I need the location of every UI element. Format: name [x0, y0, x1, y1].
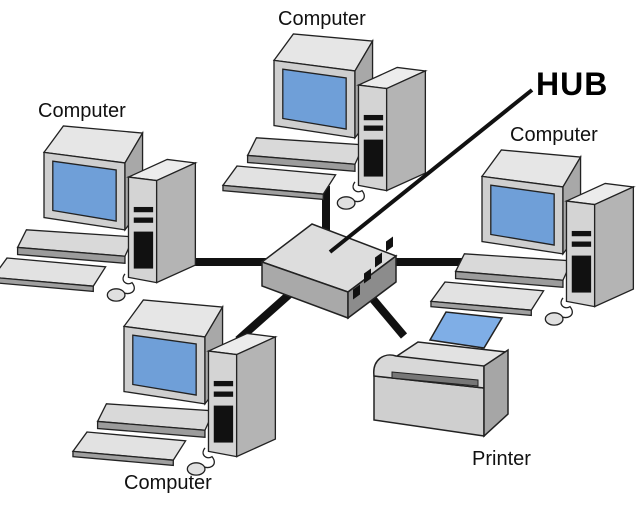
computer-left-label: Computer: [38, 100, 126, 122]
cable-bottom-left: [235, 289, 295, 343]
computer-bottom-label: Computer: [124, 472, 212, 494]
cable-printer: [368, 295, 408, 339]
hub-label: HUB: [536, 66, 609, 102]
hub-icon: [260, 223, 398, 320]
computer-right-label: Computer: [510, 124, 598, 146]
computer-bottom-icon: [72, 299, 277, 476]
computer-right-icon: [430, 149, 635, 326]
computer-top-label: Computer: [278, 8, 366, 30]
printer-icon: [373, 311, 509, 438]
computer-left-icon: [0, 125, 197, 302]
computer-top-icon: [222, 33, 427, 210]
printer-label: Printer: [472, 448, 531, 470]
hub-pointer-line: [328, 88, 534, 254]
